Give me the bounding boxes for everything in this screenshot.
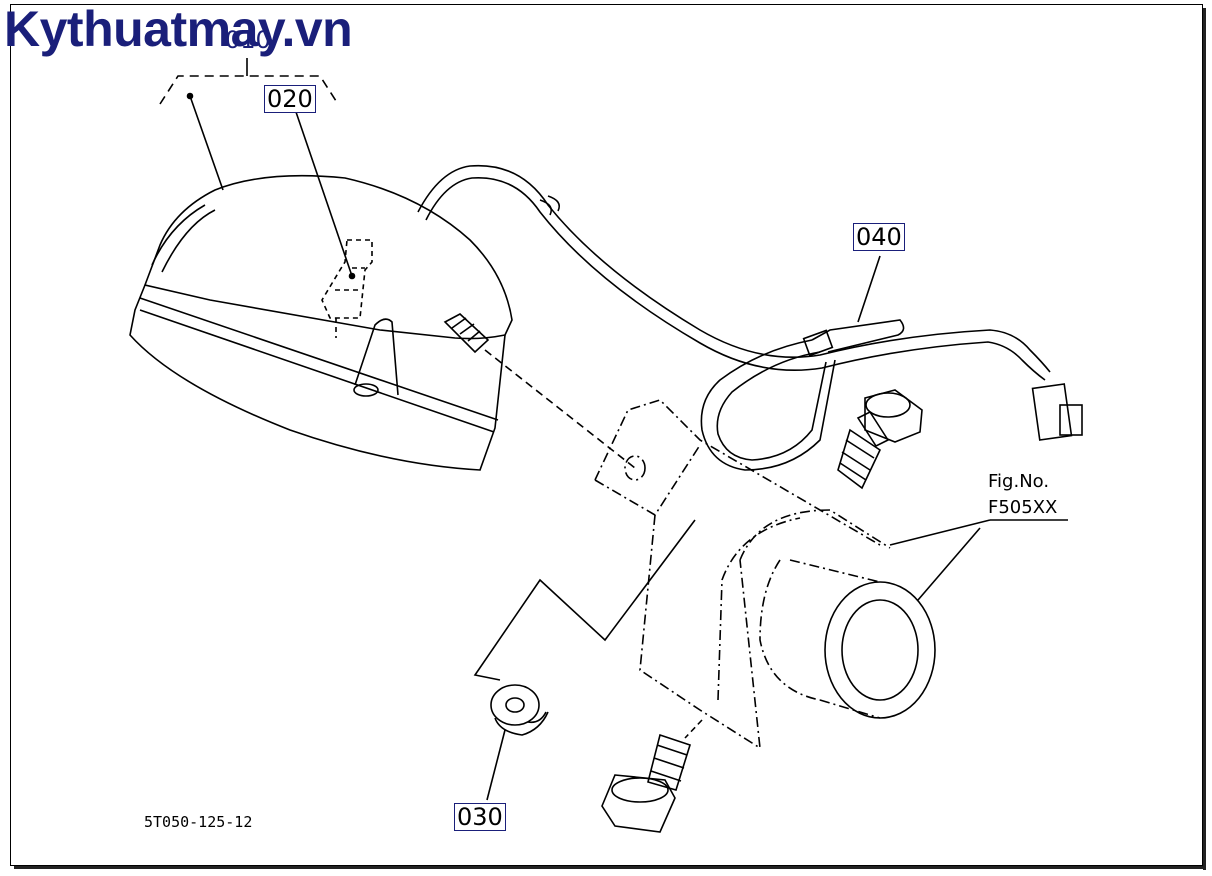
assembly-bracket	[159, 58, 339, 105]
grommet	[490, 684, 549, 736]
fig-reference-caption: Fig.No.	[988, 471, 1050, 492]
fig-reference-leader	[889, 519, 1068, 601]
frame-shadow-right	[1203, 8, 1206, 870]
part-callout-020[interactable]: 020	[264, 85, 316, 113]
upper-bolt	[837, 389, 923, 490]
cable-tie	[700, 319, 905, 471]
leader-030	[486, 729, 506, 801]
frame-shadow-bottom	[14, 866, 1206, 869]
sleeve	[759, 559, 936, 719]
leader-040	[857, 255, 881, 323]
fig-reference-number[interactable]: F505XX	[988, 497, 1058, 518]
lamp-housing	[129, 174, 513, 471]
site-watermark: Kythuatmay.vn	[4, 1, 353, 57]
wire-harness	[417, 164, 1083, 441]
drawing-code: 5T050-125-12	[144, 813, 253, 831]
leader-020	[295, 111, 353, 277]
part-callout-040[interactable]: 040	[853, 223, 905, 251]
leader-020-dot	[348, 272, 356, 280]
lamp-stud	[443, 313, 636, 469]
drawing-frame	[10, 4, 1203, 866]
lower-bolt	[601, 719, 703, 833]
leader-010	[189, 95, 224, 191]
leader-010-dot	[186, 92, 194, 100]
part-callout-010[interactable]: 010	[225, 26, 271, 54]
bulb	[321, 239, 373, 338]
part-callout-030[interactable]: 030	[454, 803, 506, 831]
leader-030-bracket	[473, 519, 696, 681]
mounting-bracket	[594, 399, 891, 750]
